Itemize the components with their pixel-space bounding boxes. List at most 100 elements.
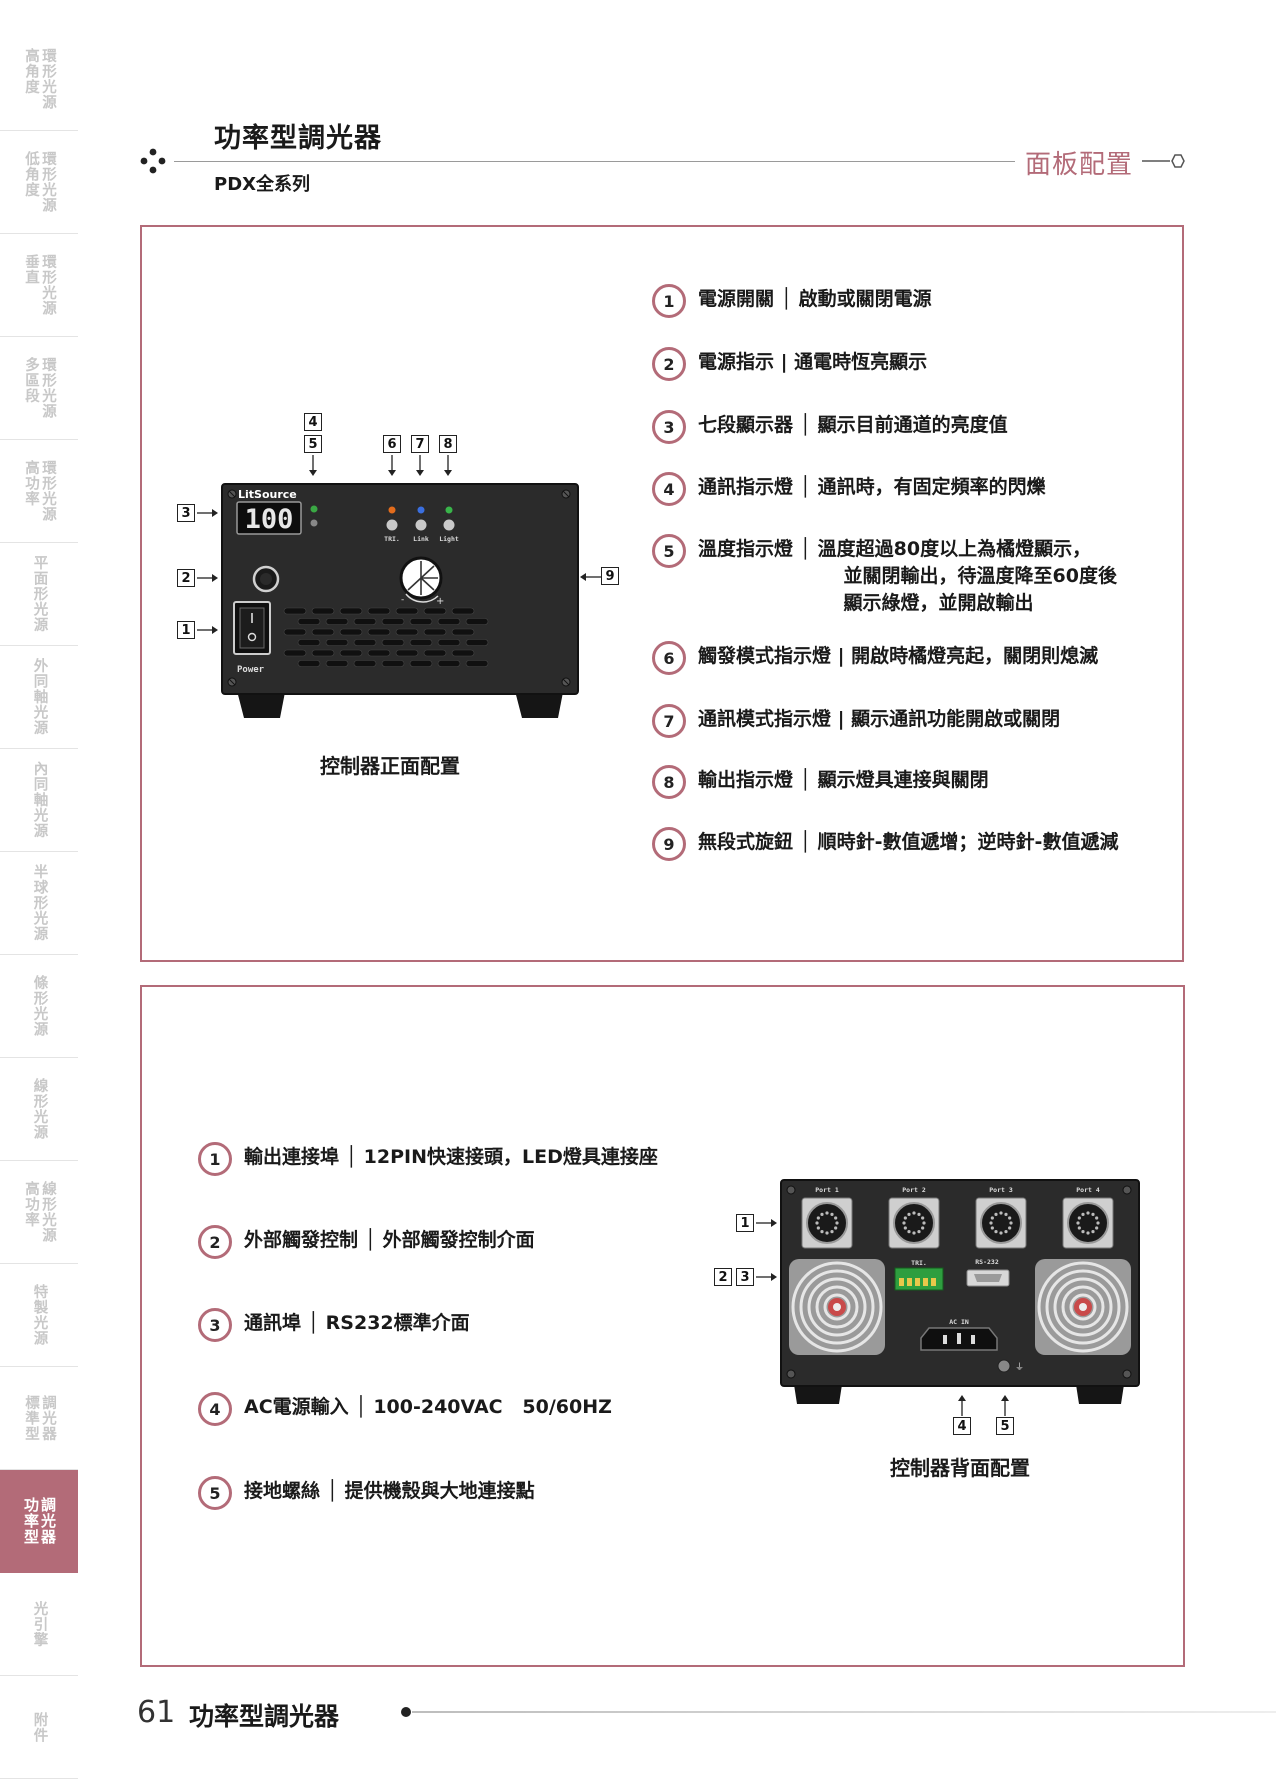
item-description: 無段式旋鈕 │ 順時針-數值遞增；逆時針-數值遞減: [698, 831, 1119, 853]
arrow-down-icon: [309, 455, 317, 476]
hexagon-tail-icon: [1142, 154, 1185, 168]
vent-slot: [437, 639, 461, 646]
vent-slot: [297, 618, 321, 625]
sidebar-tab[interactable]: 外同軸光源: [0, 646, 78, 749]
sidebar-tab[interactable]: 半球形光源: [0, 852, 78, 955]
callout-5: 5: [304, 435, 322, 453]
vent-slot: [381, 639, 405, 646]
sidebar-tab[interactable]: 附件: [0, 1676, 78, 1779]
item-number-badge: 1: [652, 284, 686, 318]
sidebar-tab[interactable]: 內同軸光源: [0, 749, 78, 852]
item-description: 電源指示 | 通電時恆亮顯示: [698, 351, 928, 373]
sidebar-tab-label: 環形光源 高角度: [23, 48, 56, 110]
item-description: 溫度指示燈 │ 溫度超過80度以上為橘燈顯示， 並關閉輸出，待溫度降至60度後 …: [698, 538, 1117, 614]
vent-slot: [367, 649, 391, 657]
vent-slot: [465, 639, 489, 646]
vent-slot: [283, 607, 307, 615]
callout-2: 2: [714, 1268, 732, 1286]
callout-9: 9: [601, 567, 619, 585]
sidebar-tab[interactable]: 調光器 標準型: [0, 1367, 78, 1470]
arrow-up-icon: [1001, 1395, 1009, 1416]
port-label: Port 4: [1076, 1186, 1100, 1194]
callout-5: 5: [996, 1417, 1014, 1435]
arrow-down-icon: [388, 455, 396, 476]
vent-slot: [423, 607, 447, 615]
item-number-badge: 3: [198, 1308, 232, 1342]
footer-title: 功率型調光器: [189, 1702, 340, 1731]
vent-slot: [409, 618, 433, 625]
legend-item: 2 電源指示 | 通電時恆亮顯示: [652, 347, 927, 381]
item-number-badge: 5: [198, 1476, 232, 1510]
rs232-label: RS-232: [975, 1258, 999, 1266]
callout-7: 7: [411, 435, 429, 453]
dots-icon: [140, 148, 166, 174]
item-description: AC電源輸入 │ 100-240VAC 50/60HZ: [244, 1396, 612, 1418]
callout-4: 4: [304, 413, 322, 431]
vent-slot: [353, 639, 377, 646]
item-number-badge: 4: [198, 1392, 232, 1426]
sidebar-tab[interactable]: 環形光源 高角度: [0, 28, 78, 131]
sidebar-tab-label: 環形光源 多區段: [23, 357, 56, 419]
item-number-badge: 9: [652, 827, 686, 861]
sidebar-tab[interactable]: 光引擎: [0, 1573, 78, 1676]
power-label: Power: [237, 665, 265, 675]
arrow-up-icon: [958, 1395, 966, 1416]
sidebar-tab[interactable]: 環形光源 低角度: [0, 131, 78, 234]
legend-item: 4 AC電源輸入 │ 100-240VAC 50/60HZ: [198, 1392, 612, 1426]
item-description: 通訊指示燈 │ 通訊時，有固定頻率的閃爍: [698, 476, 1046, 498]
vent-slot: [395, 607, 419, 615]
sidebar-tab-label: 調光器 標準型: [23, 1394, 56, 1442]
ground-screw: [997, 1359, 1011, 1373]
item-number-badge: 2: [652, 347, 686, 381]
sidebar-tab[interactable]: 環形光源 多區段: [0, 337, 78, 440]
arrow-right-icon: [197, 626, 218, 634]
port-label: Port 1: [815, 1186, 839, 1194]
back-caption: 控制器背面配置: [890, 1456, 1030, 1480]
item-number-badge: 4: [652, 472, 686, 506]
item-number-badge: 8: [652, 765, 686, 799]
sidebar-tab[interactable]: 特製光源: [0, 1264, 78, 1367]
legend-item: 1 電源開關 │ 啟動或關閉電源: [652, 284, 932, 318]
comm-indicator-led: [310, 505, 318, 513]
arrow-right-icon: [197, 509, 218, 517]
vent-slot: [395, 628, 419, 636]
item-description: 外部觸發控制 │ 外部觸發控制介面: [244, 1229, 535, 1251]
item-description: 電源開關 │ 啟動或關閉電源: [698, 288, 932, 310]
vent-slot: [465, 618, 489, 625]
sidebar-tab[interactable]: 線形光源: [0, 1058, 78, 1161]
sidebar-tab-label: 線形光源: [31, 1078, 48, 1140]
sidebar-tab[interactable]: 環形光源 高功率: [0, 440, 78, 543]
sidebar-tab[interactable]: 條形光源: [0, 955, 78, 1058]
tri-led-label: TRI.: [384, 535, 400, 543]
tri-port-label: TRI.: [911, 1259, 927, 1267]
light-led-label: Light: [439, 535, 459, 543]
item-description: 輸出指示燈 │ 顯示燈具連接與關閉: [698, 769, 989, 791]
item-number-badge: 1: [198, 1142, 232, 1176]
tri-led-color: [388, 506, 396, 514]
sidebar-tab[interactable]: 平面形光源: [0, 543, 78, 646]
vent-slot: [409, 660, 433, 667]
sidebar-tab[interactable]: 環形光源 垂直: [0, 234, 78, 337]
item-description: 觸發模式指示燈 | 開啟時橘燈亮起，關閉則熄滅: [698, 645, 1099, 667]
header-rule: [174, 161, 1015, 162]
sidebar-tab-label: 條形光源: [31, 975, 48, 1037]
callout-1: 1: [736, 1214, 754, 1232]
temp-indicator-led: [310, 519, 318, 527]
item-number-badge: 5: [652, 534, 686, 568]
vent-slot: [451, 628, 475, 636]
callout-3: 3: [177, 504, 195, 522]
sidebar-tab[interactable]: 調光器 功率型: [0, 1470, 78, 1573]
sidebar-tab[interactable]: 線形光源 高功率: [0, 1161, 78, 1264]
vent-slot: [423, 649, 447, 657]
legend-item: 8 輸出指示燈 │ 顯示燈具連接與關閉: [652, 765, 989, 799]
vent-slot: [451, 607, 475, 615]
vent-slot: [339, 607, 363, 615]
footer-dot: [401, 1707, 411, 1717]
callout-8: 8: [439, 435, 457, 453]
vent-slot: [353, 660, 377, 667]
port-label: Port 2: [902, 1186, 926, 1194]
legend-item: 5 溫度指示燈 │ 溫度超過80度以上為橘燈顯示， 並關閉輸出，待溫度降至60度後…: [652, 534, 1117, 617]
vent-slot: [381, 660, 405, 667]
